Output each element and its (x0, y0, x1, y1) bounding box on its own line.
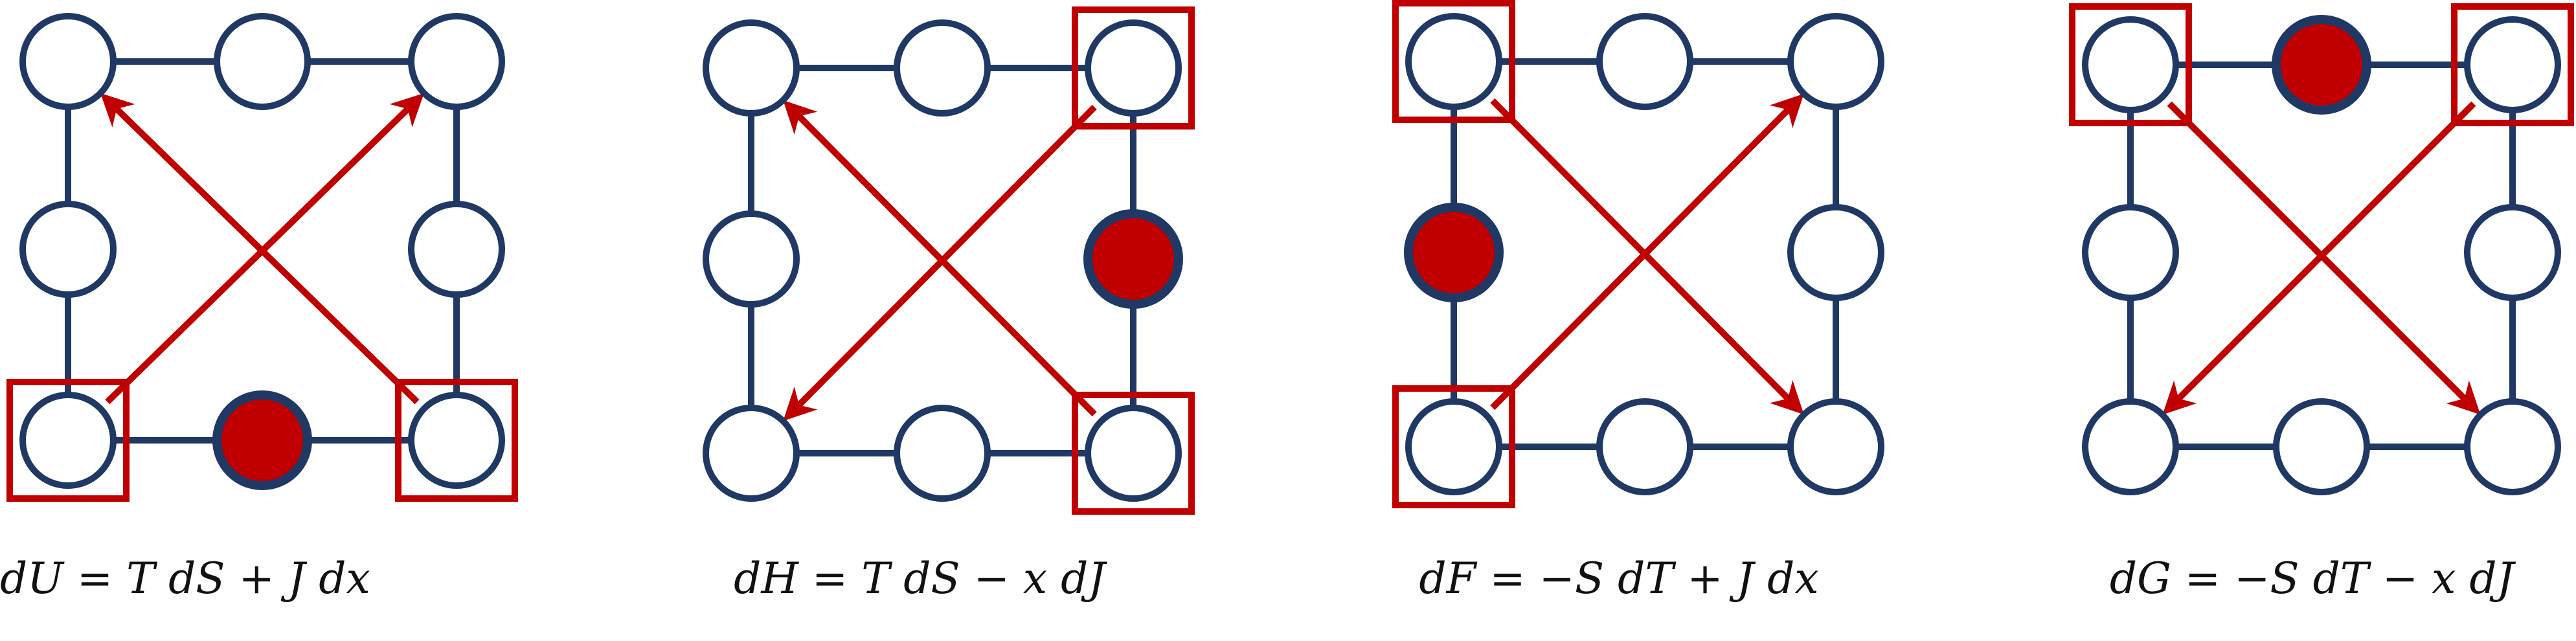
box-bottom-left (6, 379, 130, 502)
node-middle-right (2464, 204, 2561, 301)
node-top-middle (1596, 13, 1693, 110)
diagram-U (6, 13, 518, 502)
node-middle-right (408, 201, 505, 298)
node-bottom-left (1405, 398, 1502, 495)
node-middle-left (703, 210, 800, 308)
equation-dU: dU = T dS + J dx (0, 554, 370, 603)
node-top-middle (214, 13, 311, 110)
arrow-bottom-right-to-top-left (100, 93, 420, 405)
diagram-H (703, 6, 1195, 515)
node-top-right (2464, 16, 2561, 113)
marked-node (2272, 15, 2371, 115)
diagram-G (2069, 3, 2574, 495)
box-top-left (1392, 0, 1515, 123)
arrow-top-right-to-bottom-left (2162, 101, 2476, 415)
node-middle-left (2082, 204, 2179, 301)
marked-node (212, 390, 312, 490)
equation-dF: dF = −S dT + J dx (1419, 554, 1819, 603)
node-bottom-left (703, 405, 800, 502)
node-bottom-middle (894, 405, 991, 502)
node-top-right (1085, 19, 1182, 117)
node-top-right (1787, 13, 1884, 110)
marked-node (1404, 203, 1504, 302)
node-top-left (703, 19, 800, 117)
node-bottom-middle (2273, 398, 2370, 495)
node-middle-left (19, 201, 117, 298)
node-bottom-right (1787, 398, 1884, 495)
node-middle-right (1787, 204, 1884, 301)
box-bottom-left (1392, 385, 1515, 508)
equation-dH: dH = T dS − x dJ (734, 554, 1105, 603)
box-bottom-right (395, 379, 518, 502)
arrow-bottom-right-to-top-left (783, 100, 1097, 417)
box-top-right (1072, 6, 1195, 129)
diagram-F (1392, 0, 1884, 508)
node-top-middle (894, 19, 991, 117)
node-top-left (19, 13, 117, 110)
equation-dG: dG = −S dT − x dJ (2109, 554, 2514, 603)
box-bottom-right (1072, 392, 1195, 515)
node-bottom-left (19, 392, 117, 489)
node-top-right (408, 13, 505, 110)
node-bottom-right (408, 392, 505, 489)
node-bottom-middle (1596, 398, 1693, 495)
node-bottom-left (2082, 398, 2179, 495)
node-top-left (1405, 13, 1502, 110)
node-bottom-right (1085, 405, 1182, 502)
box-top-left (2069, 3, 2192, 126)
arrow-bottom-left-to-top-right (1490, 93, 1804, 410)
node-top-left (2082, 16, 2179, 113)
box-top-right (2451, 3, 2574, 126)
node-bottom-right (2464, 398, 2561, 495)
marked-node (1083, 209, 1183, 309)
